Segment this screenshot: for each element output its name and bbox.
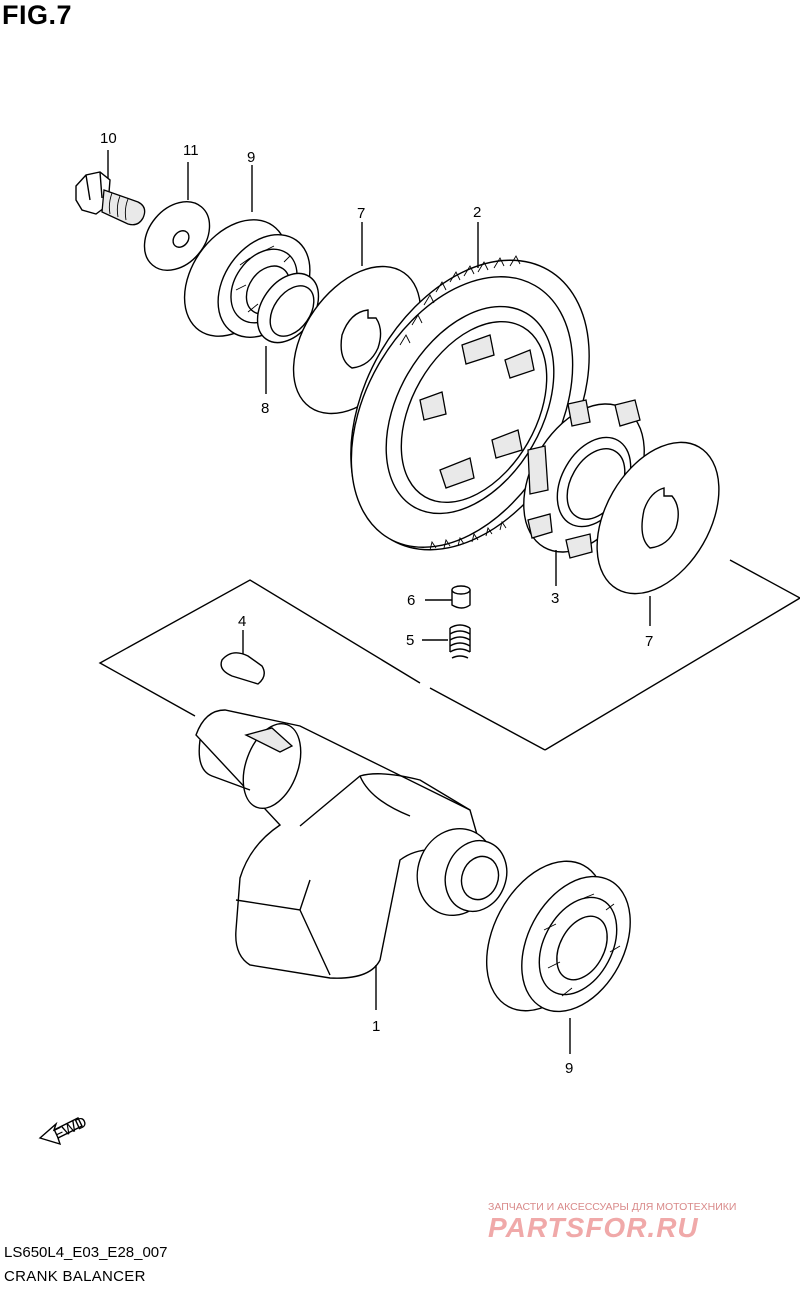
figure-title: FIG.7 xyxy=(2,0,73,30)
watermark-tagline: ЗАПЧАСТИ И АКСЕССУАРЫ ДЛЯ МОТОТЕХНИКИ xyxy=(488,1201,737,1213)
callout-10: 10 xyxy=(100,130,117,147)
callout-9-top: 9 xyxy=(247,149,255,166)
part-5-spring xyxy=(422,624,471,659)
callout-7-bottom: 7 xyxy=(645,633,653,650)
callout-8: 8 xyxy=(261,400,269,417)
part-9-bearing-bottom xyxy=(485,860,631,1054)
callout-4: 4 xyxy=(238,613,246,630)
callout-9-bottom: 9 xyxy=(565,1060,573,1077)
callout-7-top: 7 xyxy=(357,205,365,222)
callout-1: 1 xyxy=(372,1018,380,1035)
callout-2: 2 xyxy=(473,204,481,221)
model-code: LS650L4_E03_E28_007 xyxy=(4,1244,168,1261)
part-10-bolt xyxy=(75,150,146,226)
assembly-outline xyxy=(98,559,800,751)
part-4-woodruff-key xyxy=(220,630,265,685)
callout-11: 11 xyxy=(183,142,199,159)
figure-caption: CRANK BALANCER xyxy=(4,1268,146,1285)
callout-3: 3 xyxy=(551,590,559,607)
fwd-label: FWD xyxy=(51,1114,89,1144)
fwd-arrow-icon: FWD xyxy=(38,1114,90,1146)
callout-5: 5 xyxy=(406,632,414,649)
part-7-washer-bottom xyxy=(596,441,720,626)
callout-6: 6 xyxy=(407,592,415,609)
part-6-pin xyxy=(425,585,471,609)
callout-labels: 10 11 9 7 2 8 3 7 6 5 4 1 9 xyxy=(100,130,653,1077)
part-1-balancer-shaft xyxy=(195,709,508,1010)
watermark-logo: PARTSFOR.RU xyxy=(488,1212,699,1243)
part-8-oring xyxy=(256,272,320,394)
